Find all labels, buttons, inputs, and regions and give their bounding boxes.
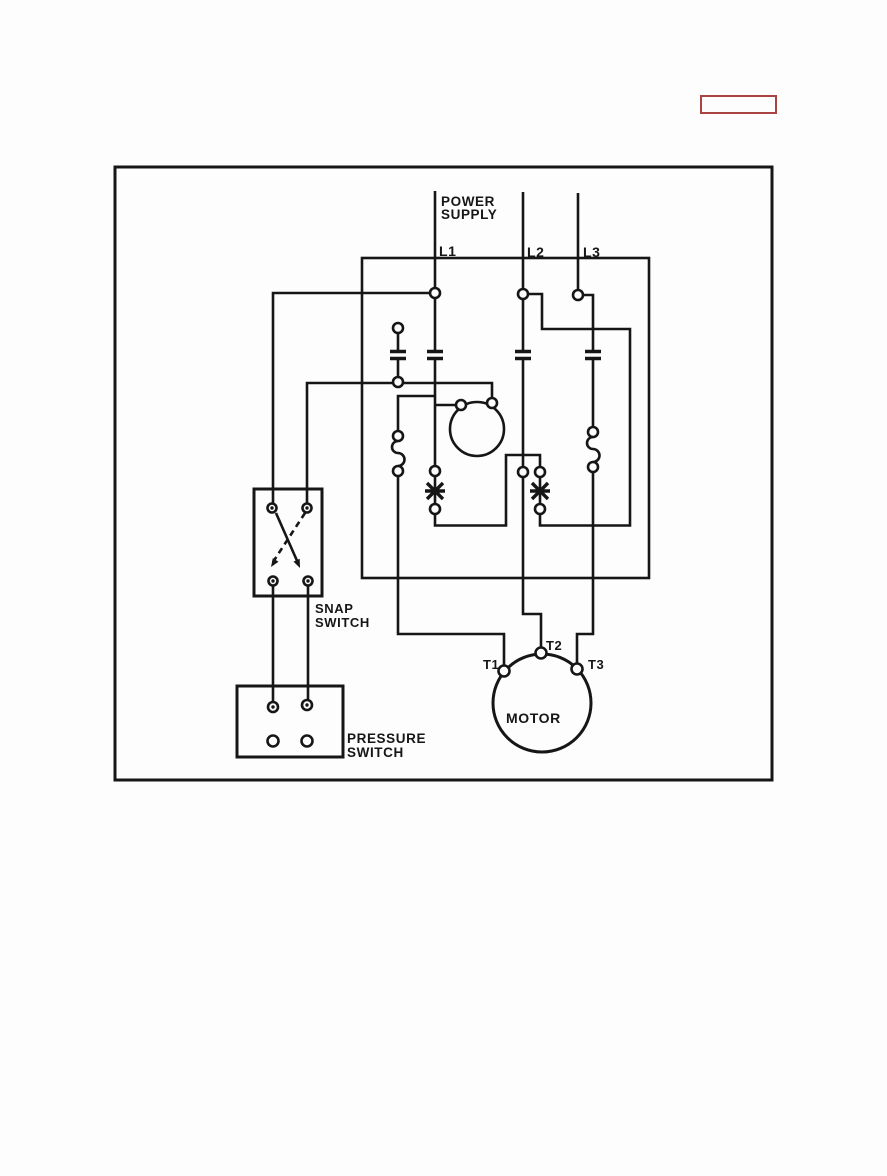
overload-heater-1-coil <box>390 439 406 468</box>
starter-coil <box>448 400 506 458</box>
terminal-dot <box>271 579 275 583</box>
ol-trip-contact-2-icon <box>530 481 550 501</box>
overload-heater-2-coil <box>585 435 601 464</box>
terminals <box>266 286 600 748</box>
snap-switch-box <box>252 487 324 598</box>
terminal-dot <box>305 703 309 707</box>
l2-label: L2 <box>527 244 545 260</box>
ol-contact-2-top-terminal <box>533 465 547 479</box>
snap-switch-throw-solid <box>274 512 300 564</box>
pressure-switch-label-line1: PRESSURE <box>347 731 426 746</box>
aux-contact-top-terminal <box>391 321 405 335</box>
coil-left-terminal <box>454 398 468 412</box>
wire-l1-to-snap-switch <box>271 291 435 503</box>
l3-label: L3 <box>583 244 601 260</box>
l3-main-contact-bars <box>585 349 601 361</box>
terminal-dot <box>271 705 275 709</box>
l1-label: L1 <box>439 243 457 259</box>
coil-right-terminal <box>485 396 499 410</box>
figure-border <box>113 165 774 782</box>
overload-heater-2-bottom-terminal <box>586 460 600 474</box>
l1-terminal <box>428 286 442 300</box>
ol-trip-contact-1-icon <box>425 481 445 501</box>
aux-contact-bottom-terminal <box>391 375 405 389</box>
ol-contact-2-bottom-terminal <box>533 502 547 516</box>
pressure-switch-terminal-bottom-left <box>266 734 280 748</box>
overload-heater-1-top-terminal <box>391 429 405 443</box>
snap-switch-label-line1: SNAP <box>315 601 354 616</box>
starter-enclosure-box <box>360 256 651 580</box>
motor-terminal-t3 <box>570 662 584 676</box>
snap-switch-arrowhead-left <box>271 558 279 567</box>
t1-label: T1 <box>483 657 499 672</box>
motor-terminal-t1 <box>497 664 511 678</box>
power-supply-label-line1: POWER <box>441 194 495 209</box>
snap-switch-throw-dashed <box>271 512 307 563</box>
power-supply-label-line2: SUPPLY <box>441 207 497 222</box>
motor-label: MOTOR <box>506 710 561 726</box>
t3-label: T3 <box>588 657 604 672</box>
terminal-dot <box>306 579 310 583</box>
l2-terminal <box>516 287 530 301</box>
pressure-switch-terminal-bottom-right <box>300 734 314 748</box>
wire-overload2-to-t3 <box>575 472 595 664</box>
l2-column-junction-terminal <box>516 465 530 479</box>
pressure-switch-box <box>235 684 345 759</box>
snap-switch-arrowhead-right <box>293 558 300 568</box>
motor-terminal-t2 <box>534 646 548 660</box>
branch-to-overload-heater-1 <box>396 394 435 431</box>
labels: POWER SUPPLY L1 L2 L3 SNAP SWITCH PRESSU… <box>315 194 604 760</box>
ol-contact-1-bottom-terminal <box>428 502 442 516</box>
l3-terminal <box>571 288 585 302</box>
wire-olcontact2-to-l2 <box>523 292 632 527</box>
overload-heater-1-bottom-terminal <box>391 464 405 478</box>
red-highlight-box <box>700 95 777 114</box>
l1-main-contact-bars <box>427 349 443 361</box>
overload-contacts-bridge <box>433 453 542 527</box>
terminal-dot <box>305 506 309 510</box>
t2-label: T2 <box>546 638 562 653</box>
power-line-l3 <box>576 193 595 350</box>
wire-l2-to-t2 <box>521 360 543 648</box>
pressure-switch-label-line2: SWITCH <box>347 745 404 760</box>
wire-overload1-to-t1 <box>396 476 506 666</box>
overload-heater-2-top-terminal <box>586 425 600 439</box>
l2-main-contact-bars <box>515 349 531 361</box>
aux-contact-bars <box>390 349 406 361</box>
wiring-lines <box>235 191 632 759</box>
ol-contact-1-top-terminal <box>428 464 442 478</box>
snap-switch-label-line2: SWITCH <box>315 615 370 630</box>
terminal-dot <box>270 506 274 510</box>
